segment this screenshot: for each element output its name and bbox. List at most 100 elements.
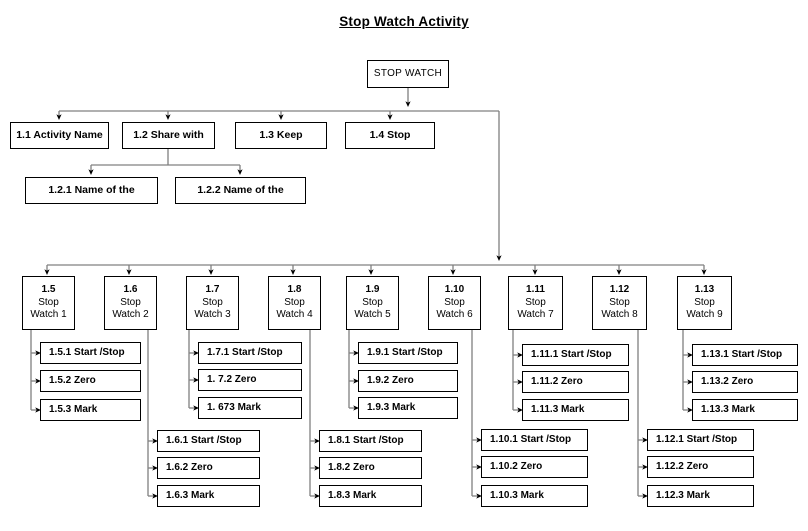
leaf-1-12-1-start-stop[interactable]: 1.12.1 Start /Stop — [647, 429, 754, 451]
leaf-label: 1.13.1 Start /Stop — [701, 348, 783, 360]
node-1-1-activity-name[interactable]: 1.1 Activity Name — [10, 122, 109, 149]
leaf-label: 1.5.2 Zero — [49, 374, 96, 386]
node-1-4-stop[interactable]: 1.4 Stop — [345, 122, 435, 149]
node-1-2-share-with[interactable]: 1.2 Share with — [122, 122, 215, 149]
node-line-watch: Watch 7 — [517, 309, 554, 321]
leaf-1-9-2-zero[interactable]: 1.9.2 Zero — [358, 370, 458, 392]
node-number: 1.11 — [526, 283, 545, 295]
leaf-label: 1.11.1 Start /Stop — [531, 348, 612, 360]
leaf-1-5-3-mark[interactable]: 1.5.3 Mark — [40, 399, 141, 421]
node-1-2-2-name-of-the[interactable]: 1.2.2 Name of the — [175, 177, 306, 204]
node-line-watch: Watch 2 — [112, 309, 149, 321]
node-line-watch: Watch 1 — [30, 309, 67, 321]
leaf-1-8-3-mark[interactable]: 1.8.3 Mark — [319, 485, 422, 507]
node-number: 1.12 — [609, 283, 630, 295]
node-line-watch: Watch 4 — [276, 309, 313, 321]
node-label: 1.2 Share with — [133, 128, 204, 141]
node-label: STOP WATCH — [373, 67, 443, 79]
node-line-stop: Stop — [609, 296, 630, 308]
node-label: 1.3 Keep — [259, 128, 303, 141]
leaf-label: 1.11.3 Mark — [531, 403, 585, 415]
node-number: 1.5 — [41, 283, 56, 295]
node-stopwatch-3[interactable]: 1.7 Stop Watch 3 — [186, 276, 239, 330]
leaf-1-9-3-mark[interactable]: 1.9.3 Mark — [358, 397, 458, 419]
leaf-label: 1.12.2 Zero — [656, 460, 709, 472]
leaf-label: 1.13.3 Mark — [701, 403, 755, 415]
node-stopwatch-7[interactable]: 1.11 Stop Watch 7 — [508, 276, 563, 330]
leaf-1-6-2-zero[interactable]: 1.6.2 Zero — [157, 457, 260, 479]
page-title: Stop Watch Activity — [339, 14, 469, 29]
leaf-1-11-2-zero[interactable]: 1.11.2 Zero — [522, 371, 629, 393]
node-line-watch: Watch 9 — [686, 309, 723, 321]
leaf-1-5-1-start-stop[interactable]: 1.5.1 Start /Stop — [40, 342, 141, 364]
node-1-2-1-name-of-the[interactable]: 1.2.1 Name of the — [25, 177, 158, 204]
leaf-1-12-2-zero[interactable]: 1.12.2 Zero — [647, 456, 754, 478]
leaf-1-10-1-start-stop[interactable]: 1.10.1 Start /Stop — [481, 429, 588, 451]
node-stopwatch-6[interactable]: 1.10 Stop Watch 6 — [428, 276, 481, 330]
leaf-label: 1. 673 Mark — [207, 401, 261, 413]
node-line-watch: Watch 3 — [194, 309, 231, 321]
node-stopwatch-9[interactable]: 1.13 Stop Watch 9 — [677, 276, 732, 330]
node-line-stop: Stop — [525, 296, 546, 308]
leaf-1-6-3-mark[interactable]: 1.6.3 Mark — [157, 485, 260, 507]
node-stopwatch-2[interactable]: 1.6 Stop Watch 2 — [104, 276, 157, 330]
node-line-stop: Stop — [362, 296, 383, 308]
leaf-1-9-1-start-stop[interactable]: 1.9.1 Start /Stop — [358, 342, 458, 364]
leaf-label: 1. 7.2 Zero — [207, 373, 257, 385]
leaf-label: 1.5.3 Mark — [49, 403, 98, 415]
node-line-stop: Stop — [120, 296, 141, 308]
leaf-label: 1.9.3 Mark — [367, 401, 416, 413]
leaf-label: 1.6.1 Start /Stop — [166, 434, 242, 446]
node-label: 1.1 Activity Name — [16, 128, 103, 141]
leaf-label: 1.6.2 Zero — [166, 461, 213, 473]
node-line-stop: Stop — [38, 296, 59, 308]
leaf-1-10-3-mark[interactable]: 1.10.3 Mark — [481, 485, 588, 507]
leaf-label: 1.12.1 Start /Stop — [656, 433, 738, 445]
leaf-label: 1.12.3 Mark — [656, 489, 710, 501]
node-1-3-keep[interactable]: 1.3 Keep — [235, 122, 327, 149]
leaf-label: 1.10.2 Zero — [490, 460, 543, 472]
leaf-label: 1.8.2 Zero — [328, 461, 375, 473]
leaf-label: 1.9.2 Zero — [367, 374, 414, 386]
node-line-stop: Stop — [444, 296, 465, 308]
leaf-label: 1.7.1 Start /Stop — [207, 346, 283, 358]
leaf-1-13-2-zero[interactable]: 1.13.2 Zero — [692, 371, 798, 393]
node-number: 1.6 — [123, 283, 138, 295]
leaf-label: 1.8.1 Start /Stop — [328, 434, 404, 446]
node-number: 1.9 — [365, 283, 380, 295]
leaf-label: 1.11.2 Zero — [531, 375, 583, 387]
leaf-1-12-3-mark[interactable]: 1.12.3 Mark — [647, 485, 754, 507]
leaf-label: 1.5.1 Start /Stop — [49, 346, 125, 358]
leaf-label: 1.13.2 Zero — [701, 375, 754, 387]
node-stopwatch-1[interactable]: 1.5 Stop Watch 1 — [22, 276, 75, 330]
leaf-1-5-2-zero[interactable]: 1.5.2 Zero — [40, 370, 141, 392]
leaf-1-13-1-start-stop[interactable]: 1.13.1 Start /Stop — [692, 344, 798, 366]
leaf-1-13-3-mark[interactable]: 1.13.3 Mark — [692, 399, 798, 421]
node-line-watch: Watch 8 — [601, 309, 638, 321]
node-stopwatch-8[interactable]: 1.12 Stop Watch 8 — [592, 276, 647, 330]
leaf-label: 1.9.1 Start /Stop — [367, 346, 443, 358]
leaf-label: 1.8.3 Mark — [328, 489, 377, 501]
leaf-1-7-2-zero[interactable]: 1. 7.2 Zero — [198, 369, 302, 391]
node-line-stop: Stop — [284, 296, 305, 308]
node-stop-watch-root[interactable]: STOP WATCH — [367, 60, 449, 88]
leaf-1-7-1-start-stop[interactable]: 1.7.1 Start /Stop — [198, 342, 302, 364]
leaf-1-8-2-zero[interactable]: 1.8.2 Zero — [319, 457, 422, 479]
node-stopwatch-5[interactable]: 1.9 Stop Watch 5 — [346, 276, 399, 330]
node-line-stop: Stop — [694, 296, 715, 308]
node-stopwatch-4[interactable]: 1.8 Stop Watch 4 — [268, 276, 321, 330]
leaf-label: 1.10.1 Start /Stop — [490, 433, 572, 445]
leaf-label: 1.10.3 Mark — [490, 489, 544, 501]
leaf-1-6-1-start-stop[interactable]: 1.6.1 Start /Stop — [157, 430, 260, 452]
leaf-1-11-3-mark[interactable]: 1.11.3 Mark — [522, 399, 629, 421]
leaf-1-7-3-mark[interactable]: 1. 673 Mark — [198, 397, 302, 419]
node-line-watch: Watch 5 — [354, 309, 391, 321]
node-line-watch: Watch 6 — [436, 309, 473, 321]
node-label: 1.2.1 Name of the — [48, 183, 135, 196]
leaf-1-11-1-start-stop[interactable]: 1.11.1 Start /Stop — [522, 344, 629, 366]
leaf-1-8-1-start-stop[interactable]: 1.8.1 Start /Stop — [319, 430, 422, 452]
leaf-1-10-2-zero[interactable]: 1.10.2 Zero — [481, 456, 588, 478]
node-number: 1.8 — [287, 283, 302, 295]
